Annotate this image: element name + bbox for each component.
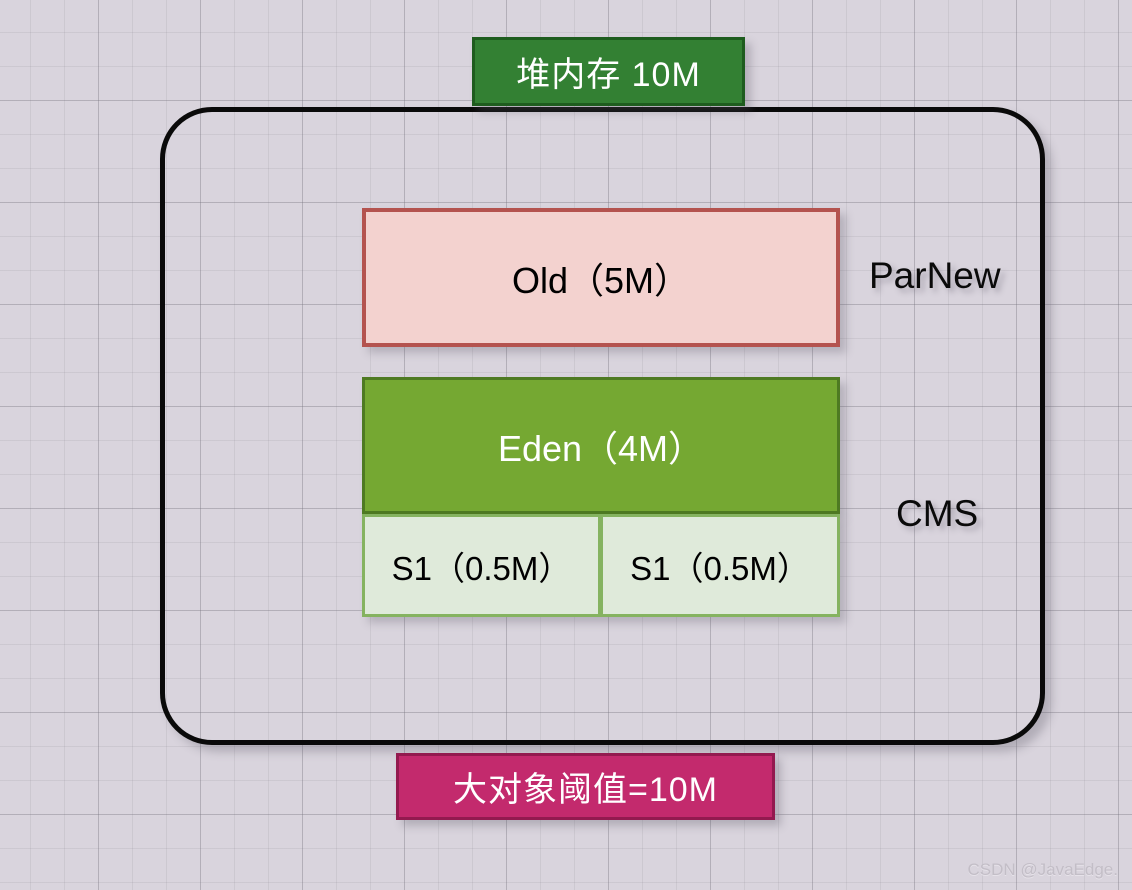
survivor-2-region: S1（0.5M）: [601, 514, 840, 617]
eden-region: Eden（4M）: [362, 377, 840, 514]
old-generation-region: Old（5M）: [362, 208, 840, 347]
large-object-threshold-badge: 大对象阈值=10M: [396, 753, 775, 820]
heap-memory-title-badge: 堆内存 10M: [472, 37, 745, 106]
heap-memory-container: [160, 107, 1045, 745]
parnew-collector-label: ParNew: [869, 255, 1001, 296]
watermark: CSDN @JavaEdge.: [967, 860, 1119, 879]
survivor-row: S1（0.5M） S1（0.5M）: [362, 514, 840, 617]
cms-collector-label: CMS: [896, 493, 979, 534]
survivor-1-region: S1（0.5M）: [362, 514, 601, 617]
